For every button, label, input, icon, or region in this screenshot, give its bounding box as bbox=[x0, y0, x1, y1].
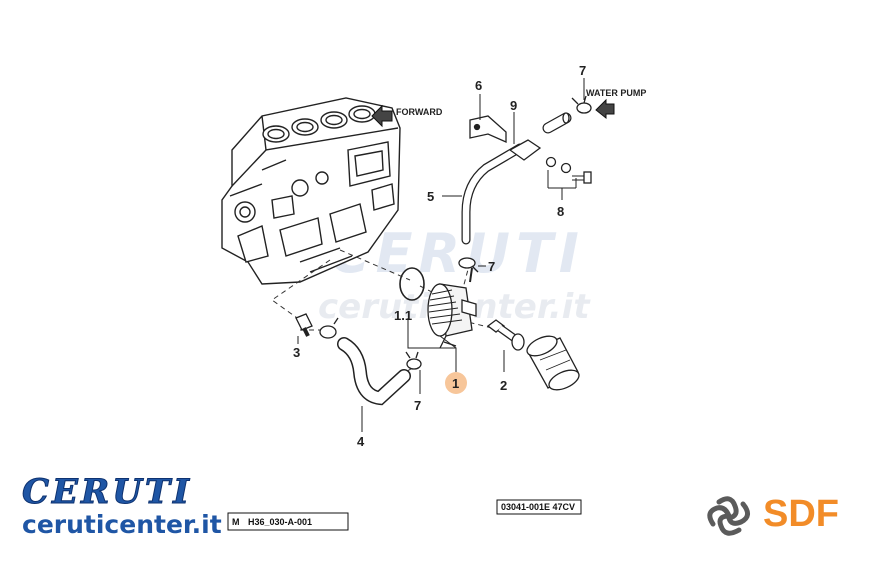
part-water-pipe bbox=[461, 139, 542, 245]
part-oil-cooler bbox=[427, 267, 477, 349]
part-oil-filter bbox=[526, 335, 580, 391]
sdf-logo: SDF bbox=[705, 490, 855, 540]
part-bolt-washers bbox=[545, 156, 592, 184]
callout-7-lower: 7 bbox=[414, 398, 421, 413]
callout-4: 4 bbox=[357, 434, 365, 449]
part-stud bbox=[295, 313, 313, 337]
callout-7-middle: 7 bbox=[488, 259, 495, 274]
drawing-code-right: 03041-001E 47CV bbox=[496, 499, 582, 515]
part-clamp-left bbox=[319, 317, 339, 339]
sdf-logo-icon bbox=[707, 496, 750, 536]
engine-block bbox=[221, 97, 401, 285]
drawing-code-right-text: 03041-001E 47CV bbox=[501, 502, 575, 512]
forward-label: FORWARD bbox=[396, 107, 443, 117]
drawing-code-left: M H36_030-A-001 bbox=[227, 512, 349, 531]
callout-3: 3 bbox=[293, 345, 300, 360]
leader-lines bbox=[297, 78, 585, 432]
callout-2: 2 bbox=[500, 378, 507, 393]
callout-1-highlight bbox=[445, 372, 467, 394]
part-clamp-lower bbox=[405, 351, 422, 370]
part-clamp-top bbox=[571, 95, 592, 114]
part-adapter-bolt bbox=[486, 319, 525, 351]
part-hose bbox=[337, 337, 411, 406]
callout-7-top: 7 bbox=[579, 63, 586, 78]
callout-1: 1 bbox=[452, 376, 459, 391]
callouts: 6 9 7 5 7 8 1.1 1 2 3 7 4 bbox=[293, 63, 586, 449]
drawing-code-left-prefix: M bbox=[232, 517, 240, 527]
callout-9: 9 bbox=[510, 98, 517, 113]
drawing-code-left-text: H36_030-A-001 bbox=[248, 517, 312, 527]
part-bracket bbox=[469, 115, 507, 144]
forward-arrow-icon bbox=[371, 104, 393, 128]
part-clamp-middle bbox=[458, 257, 479, 273]
forward-indicator: FORWARD bbox=[371, 104, 443, 128]
ceruti-logo-title: CERUTI bbox=[22, 472, 193, 512]
water-pump-indicator: WATER PUMP bbox=[586, 88, 646, 120]
water-pump-arrow-icon bbox=[595, 98, 615, 120]
part-o-ring bbox=[399, 267, 425, 301]
callout-1-1: 1.1 bbox=[394, 308, 412, 323]
callout-5: 5 bbox=[427, 189, 434, 204]
water-pump-label: WATER PUMP bbox=[586, 88, 646, 98]
callout-8: 8 bbox=[557, 204, 564, 219]
callout-6: 6 bbox=[475, 78, 482, 93]
sdf-logo-text: SDF bbox=[763, 493, 839, 535]
part-fitting bbox=[542, 112, 572, 134]
ceruti-logo-url: ceruticenter.it bbox=[22, 510, 222, 539]
ceruti-logo: CERUTI ceruticenter.it bbox=[22, 475, 222, 539]
